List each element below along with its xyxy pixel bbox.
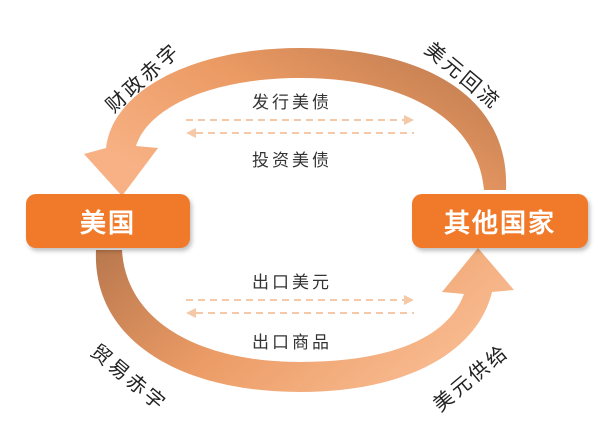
- flow-label-issue-bonds: 发行美债: [252, 93, 332, 113]
- flow-label-export-goods: 出口商品: [252, 333, 332, 353]
- bottom-dashed-heads: [186, 295, 414, 318]
- top-arrowhead-left: [186, 128, 196, 138]
- top-dashed-arrows: [186, 119, 414, 134]
- bottom-arrowhead-left: [186, 308, 196, 318]
- top-dashed-heads: [186, 115, 414, 138]
- bottom-arrowhead-right: [404, 295, 414, 305]
- node-usa-label: 美国: [79, 208, 136, 239]
- node-other-countries: 其他国家: [412, 194, 588, 248]
- top-arc-arrow: [84, 48, 507, 196]
- bottom-dashed-arrows: [186, 299, 414, 314]
- node-usa: 美国: [26, 194, 190, 248]
- flow-label-export-dollars: 出口美元: [252, 273, 332, 293]
- top-arrowhead-right: [404, 115, 414, 125]
- flow-label-invest-bonds: 投资美债: [252, 151, 332, 171]
- bottom-arc-arrow: [95, 248, 514, 392]
- node-other-countries-label: 其他国家: [443, 208, 556, 239]
